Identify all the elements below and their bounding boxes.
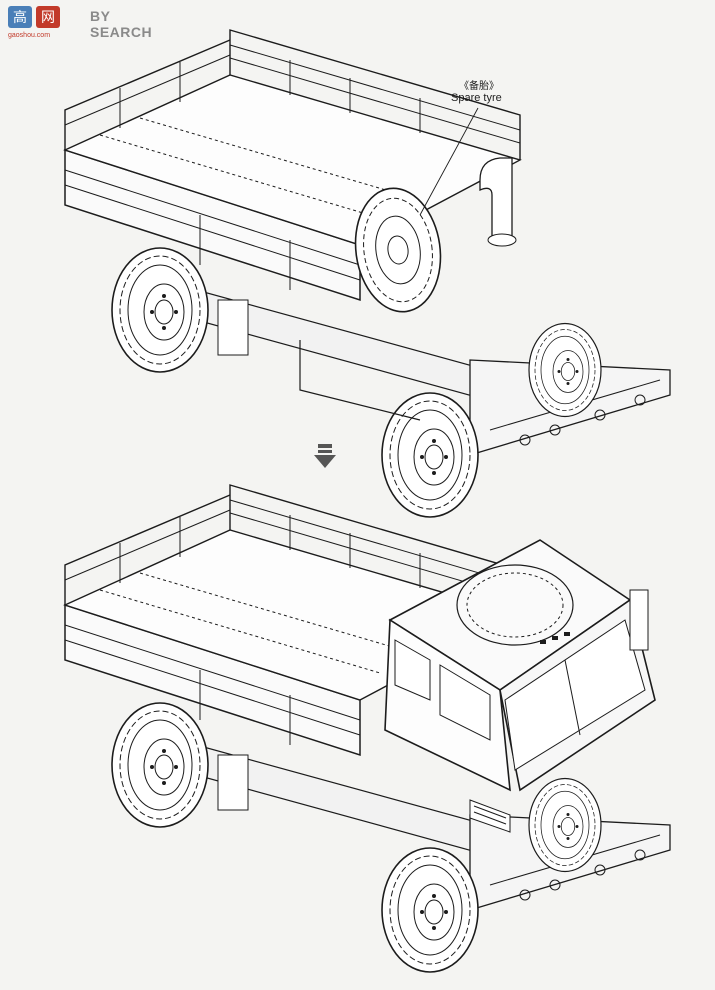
truck-cab [384, 539, 656, 833]
watermark: 高 网 BY SEARCH gaoshou.com [2, 2, 172, 42]
spare-tyre-label-cn: 《备胎》 [459, 81, 499, 92]
watermark-brand: BY SEARCH [90, 8, 153, 40]
truck-top-assembly [65, 30, 670, 517]
step-arrow-down-icon [314, 444, 336, 468]
watermark-url: gaoshou.com [8, 32, 51, 39]
svg-text:高: 高 [13, 9, 27, 26]
svg-text:网: 网 [41, 10, 55, 26]
spare-tyre-label-en: Spare tyre [451, 92, 502, 104]
brand-logo-icon: 高 网 [8, 6, 60, 28]
